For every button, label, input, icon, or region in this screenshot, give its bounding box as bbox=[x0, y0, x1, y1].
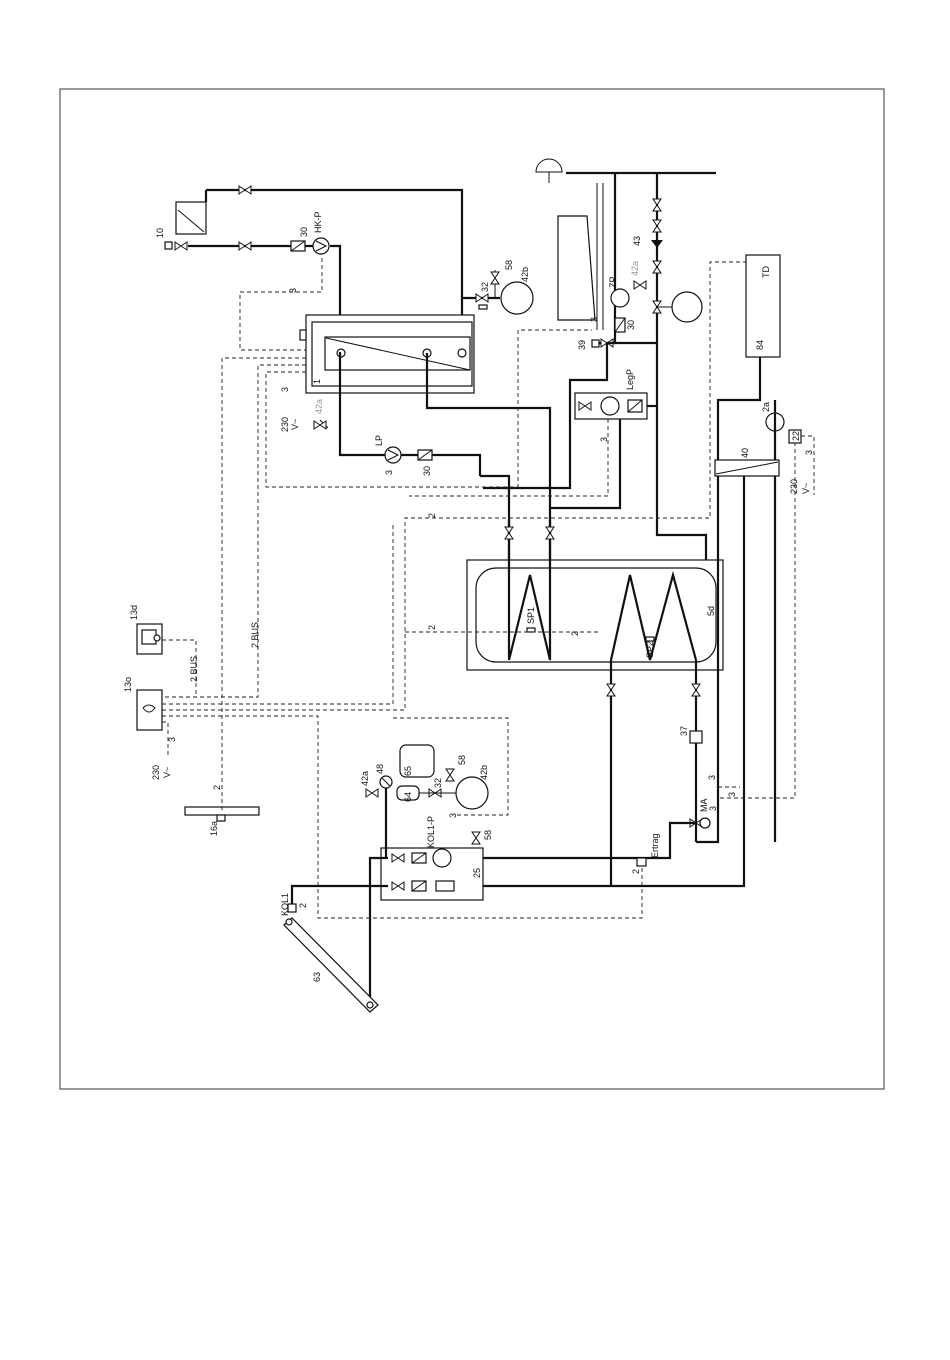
label-2a: 2a bbox=[761, 402, 771, 412]
label-30-hk: 30 bbox=[299, 227, 309, 237]
label-3-kol: 3 bbox=[448, 813, 458, 818]
label-vac-exch: V~ bbox=[801, 483, 811, 494]
radiator bbox=[176, 202, 206, 234]
label-2-ertrag: 2 bbox=[631, 869, 641, 874]
label-3-ctrl: 3 bbox=[167, 737, 177, 742]
label-zp: ZP bbox=[608, 276, 618, 288]
label-22: 22 bbox=[791, 431, 801, 441]
label-2-kol: 2 bbox=[298, 903, 308, 908]
storage-tank bbox=[467, 520, 723, 670]
label-2-sensor: 2 bbox=[212, 785, 222, 790]
label-2-mid: 2 bbox=[427, 513, 437, 518]
label-2bus-b: 2 BUS bbox=[250, 622, 260, 648]
label-30-zp: 30 bbox=[626, 320, 636, 330]
solar-pump-group bbox=[381, 848, 483, 900]
label-58-top: 58 bbox=[504, 260, 514, 270]
label-43: 43 bbox=[632, 236, 642, 246]
label-39: 39 bbox=[577, 340, 587, 350]
label-2bus-a: 2 BUS bbox=[189, 656, 199, 682]
label-2-tank: 2 bbox=[570, 631, 580, 636]
label-40: 40 bbox=[740, 448, 750, 458]
label-37: 37 bbox=[679, 726, 689, 736]
label-42b-solar: 42b bbox=[479, 765, 489, 780]
label-58-solar: 58 bbox=[457, 755, 467, 765]
label-3-lp: 3 bbox=[384, 470, 394, 475]
label-hk-p: HK-P bbox=[313, 211, 323, 233]
controllers bbox=[137, 624, 259, 821]
label-vac-boiler: V~ bbox=[290, 419, 300, 430]
label-16a: 16a bbox=[209, 821, 219, 836]
label-vac-ctrl: V~ bbox=[162, 767, 172, 778]
label-1: 1 bbox=[312, 379, 322, 384]
label-32-top: 32 bbox=[480, 282, 490, 292]
label-42a-boiler: 42a bbox=[314, 399, 324, 414]
label-42b-top: 42b bbox=[520, 267, 530, 282]
label-3-hk: 3 bbox=[288, 288, 298, 293]
label-kol1: KOL1 bbox=[280, 893, 290, 916]
label-kol1-p: KOL1-P bbox=[426, 816, 436, 848]
label-230-boiler: 230 bbox=[280, 417, 290, 432]
label-42a-dhw: 42a bbox=[630, 261, 640, 276]
label-3-ma-c: 3 bbox=[708, 806, 718, 811]
label-65: 65 bbox=[403, 766, 413, 776]
label-ertrag: Ertrag bbox=[650, 833, 660, 858]
label-3-ma-b: 3 bbox=[727, 792, 737, 797]
label-sp1: SP1 bbox=[526, 607, 536, 624]
label-5d: 5d bbox=[706, 606, 716, 616]
label-48: 48 bbox=[375, 764, 385, 774]
label-sp2: SP2 bbox=[645, 641, 655, 658]
solar-circuit bbox=[284, 660, 710, 1012]
label-63: 63 bbox=[312, 972, 322, 982]
label-13o: 13o bbox=[123, 677, 133, 692]
label-3-boiler: 3 bbox=[280, 387, 290, 392]
label-42a-solar: 42a bbox=[360, 771, 370, 786]
label-10: 10 bbox=[155, 228, 165, 238]
label-3-legp: 3 bbox=[599, 437, 609, 442]
label-32-solar: 32 bbox=[433, 778, 443, 788]
label-230-exch: 230 bbox=[789, 479, 799, 494]
label-64: 64 bbox=[403, 792, 413, 802]
label-2-tank-left: 2 bbox=[427, 625, 437, 630]
label-230-ctrl: 230 bbox=[151, 765, 161, 780]
label-legp: LegP bbox=[625, 369, 635, 390]
label-lp: LP bbox=[374, 435, 384, 446]
label-58-kol: 58 bbox=[483, 830, 493, 840]
label-3-zp: 3 bbox=[589, 317, 599, 322]
label-td: TD bbox=[761, 266, 771, 278]
label-3-ma-a: 3 bbox=[707, 775, 717, 780]
label-84: 84 bbox=[755, 340, 765, 350]
label-13d: 13d bbox=[129, 605, 139, 620]
label-30-lp: 30 bbox=[422, 466, 432, 476]
label-25: 25 bbox=[472, 868, 482, 878]
label-3-exch: 3 bbox=[804, 450, 814, 455]
boiler bbox=[300, 315, 474, 393]
